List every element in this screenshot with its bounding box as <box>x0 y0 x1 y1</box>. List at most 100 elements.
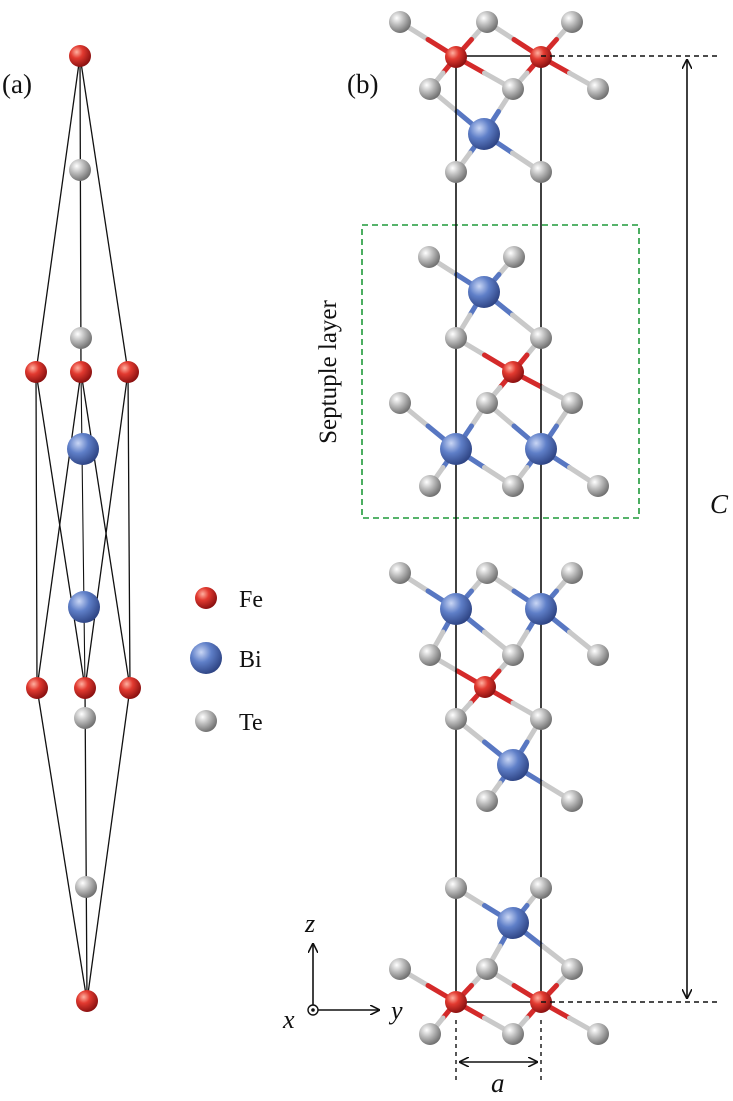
te-atom <box>476 958 498 980</box>
te-atom <box>476 790 498 812</box>
x-axis-label: x <box>282 1005 295 1034</box>
panel-b-label: (b) <box>347 69 378 99</box>
bi-atom <box>68 591 100 623</box>
panel-b-atoms <box>389 11 609 1045</box>
element-legend: Fe Bi Te <box>190 587 263 736</box>
bond <box>35 371 38 689</box>
bi-atom <box>440 433 472 465</box>
septuple-layer-label: Septuple layer <box>315 299 342 443</box>
te-atom <box>445 708 467 730</box>
fe-atom <box>445 46 467 68</box>
fe-atom <box>119 677 141 699</box>
fe-atom <box>502 361 524 383</box>
panel-b-hexagonal-cell: (b) Septuple layer C a <box>282 11 729 1098</box>
panel-a-cell-edges <box>35 55 131 1002</box>
bond <box>35 371 86 689</box>
te-atom <box>561 392 583 414</box>
legend-fe-swatch <box>195 587 217 609</box>
bi-atom <box>497 749 529 781</box>
bi-atom <box>67 433 99 465</box>
fe-atom <box>474 676 496 698</box>
te-atom <box>587 475 609 497</box>
te-atom <box>476 392 498 414</box>
bi-atom <box>525 593 557 625</box>
te-atom <box>587 644 609 666</box>
fe-atom <box>25 361 47 383</box>
a-dimension-label: a <box>491 1068 505 1098</box>
te-atom <box>389 392 411 414</box>
te-atom <box>561 790 583 812</box>
te-atom <box>503 246 525 268</box>
te-atom <box>530 161 552 183</box>
te-atom <box>418 246 440 268</box>
bi-atom <box>440 593 472 625</box>
legend-te-label: Te <box>239 710 263 736</box>
bond <box>127 371 131 689</box>
c-dimension-label: C <box>710 489 729 519</box>
bond <box>36 687 88 1002</box>
coordinate-axes: z y x <box>282 909 403 1034</box>
legend-fe-label: Fe <box>239 587 263 613</box>
bond <box>35 55 81 373</box>
te-atom <box>530 327 552 349</box>
bond <box>80 371 131 689</box>
te-atom <box>476 562 498 584</box>
te-atom <box>502 475 524 497</box>
a-dimension: a <box>455 1020 542 1098</box>
bond <box>84 687 88 1002</box>
te-atom <box>389 562 411 584</box>
bond <box>36 371 82 689</box>
bi-atom <box>468 118 500 150</box>
te-atom <box>419 78 441 100</box>
bond <box>79 55 129 373</box>
te-atom <box>70 327 92 349</box>
te-atom <box>445 161 467 183</box>
te-atom <box>561 562 583 584</box>
te-atom <box>419 475 441 497</box>
fe-atom <box>26 677 48 699</box>
bond <box>79 55 82 373</box>
te-atom <box>419 1023 441 1045</box>
fe-atom <box>74 677 96 699</box>
legend-bi-label: Bi <box>239 647 262 673</box>
te-atom <box>587 1023 609 1045</box>
panel-a-label: (a) <box>2 69 32 99</box>
fe-atom <box>70 361 92 383</box>
z-axis-label: z <box>304 909 315 938</box>
te-atom <box>502 78 524 100</box>
panel-a-atoms <box>25 45 141 1012</box>
te-atom <box>561 11 583 33</box>
te-atom <box>389 958 411 980</box>
bond <box>84 371 129 689</box>
legend-bi-swatch <box>190 642 222 674</box>
fe-atom <box>117 361 139 383</box>
te-atom <box>419 644 441 666</box>
panel-b-unit-cell-frame <box>455 55 542 1003</box>
te-atom <box>502 1023 524 1045</box>
panel-b-bonds <box>397 19 601 1037</box>
te-atom <box>587 78 609 100</box>
bi-atom <box>497 907 529 939</box>
fe-atom <box>530 46 552 68</box>
legend-te-swatch <box>195 710 217 732</box>
te-atom <box>530 877 552 899</box>
te-atom <box>75 876 97 898</box>
te-atom <box>502 644 524 666</box>
bi-atom <box>525 433 557 465</box>
te-atom <box>74 707 96 729</box>
te-atom <box>476 11 498 33</box>
fe-atom <box>69 45 91 67</box>
panel-a-rhombohedral-cell: (a) <box>2 45 141 1012</box>
bond <box>80 371 86 689</box>
c-dimension: C <box>541 55 729 1003</box>
te-atom <box>445 327 467 349</box>
te-atom <box>389 11 411 33</box>
bond <box>86 687 131 1002</box>
septuple-layer-box <box>361 224 640 519</box>
fe-atom <box>445 991 467 1013</box>
te-atom <box>69 159 91 181</box>
te-atom <box>530 708 552 730</box>
y-axis-label: y <box>388 996 403 1025</box>
te-atom <box>561 958 583 980</box>
